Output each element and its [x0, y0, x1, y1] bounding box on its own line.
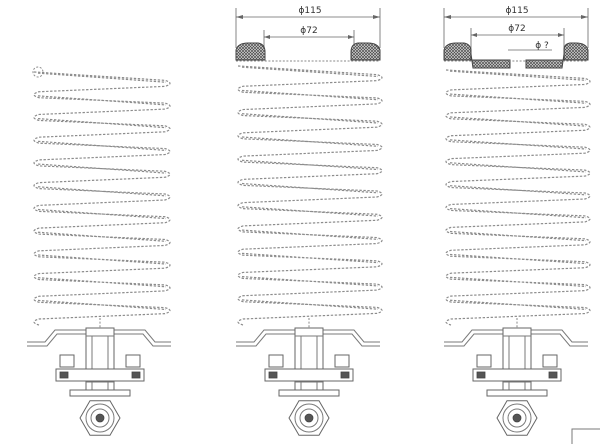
dim-arrow: [558, 33, 564, 37]
base-plate: [486, 389, 548, 397]
lower-mount: [236, 318, 380, 397]
bolt-head-right: [334, 354, 350, 368]
hex-nut-bore: [95, 413, 105, 423]
nut-right: [548, 371, 558, 379]
dim-bore-diameter: ϕ ?: [535, 41, 549, 51]
bolt-head-left: [59, 354, 75, 368]
dim-inner-diameter: ϕ72: [508, 24, 525, 34]
spring-seat-right-section: [350, 42, 381, 61]
bolt-head-left: [268, 354, 284, 368]
assembly-with-seat: ϕ115 ϕ72: [235, 6, 383, 436]
lower-mount: [444, 318, 588, 397]
nut-left: [59, 371, 69, 379]
nut-right: [131, 371, 141, 379]
assembly-plain: [27, 66, 171, 436]
hex-nut-bore: [512, 413, 522, 423]
dim-arrow: [236, 15, 243, 19]
bolt-head-right: [125, 354, 141, 368]
hex-nut-ring-inner: [90, 408, 110, 428]
bolt-head-left: [476, 354, 492, 368]
dim-inner-diameter: ϕ72: [300, 26, 317, 36]
spring-seat-left-section: [235, 42, 266, 61]
hex-nut-ring: [85, 403, 115, 433]
cup-floor-left-section: [470, 53, 511, 69]
nut-left: [476, 371, 486, 379]
dimension-annotations: ϕ115 ϕ72 ϕ ?: [443, 6, 589, 51]
hex-nut-ring: [294, 403, 324, 433]
nut-left: [268, 371, 278, 379]
spring-end-loop: [32, 66, 44, 78]
dimension-annotations: ϕ115 ϕ72: [235, 6, 381, 52]
cup-mount-left-section: [443, 42, 472, 61]
coil-spring: [33, 71, 171, 326]
lower-mount: [27, 318, 171, 397]
dim-outer-diameter: ϕ115: [505, 6, 528, 16]
base-plate: [69, 389, 131, 397]
hex-nut-top-view: [496, 400, 538, 436]
coil-spring: [445, 69, 591, 326]
bolt-head-right: [542, 354, 558, 368]
dim-arrow: [444, 15, 451, 19]
nut-right: [340, 371, 350, 379]
hex-nut-ring-inner: [299, 408, 319, 428]
cup-mount-right-section: [563, 42, 589, 61]
dim-arrow: [581, 15, 588, 19]
hex-nut-bore: [304, 413, 314, 423]
hex-nut-ring-inner: [507, 408, 527, 428]
hex-nut-top-view: [79, 400, 121, 436]
frame-corner-mark: [571, 428, 600, 444]
coil-spring: [237, 65, 383, 326]
assembly-with-cup: ϕ115 ϕ72 ϕ ?: [443, 6, 591, 436]
clamp-bracket: [472, 368, 562, 382]
clamp-bracket: [55, 368, 145, 382]
dim-arrow: [264, 35, 270, 39]
base-plate: [278, 389, 340, 397]
dim-arrow: [471, 33, 477, 37]
dim-arrow: [373, 15, 380, 19]
clamp-bracket: [264, 368, 354, 382]
dim-arrow: [348, 35, 354, 39]
hex-nut-top-view: [288, 400, 330, 436]
hex-nut-ring: [502, 403, 532, 433]
dim-outer-diameter: ϕ115: [298, 6, 321, 16]
